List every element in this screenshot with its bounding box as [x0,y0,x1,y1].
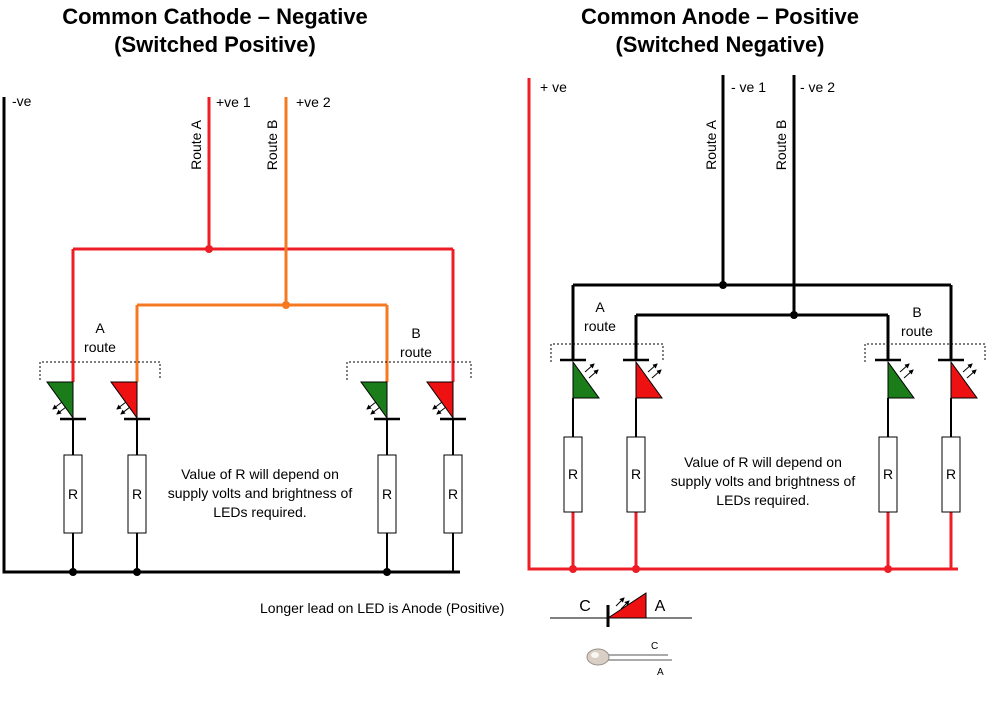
left-title-line1: Common Cathode – Negative [62,4,368,29]
left-group-b-letter: B [411,325,420,341]
right-note-line1: Value of R will depend on [684,454,842,470]
right-route-a-bracket [550,343,664,362]
left-group-a-word: route [84,339,116,355]
right-resistor-note: Value of R will depend on supply volts a… [671,454,856,508]
right-route-a-wire [571,75,953,360]
right-wire2-label: - ve 2 [800,79,835,95]
left-title-line2: (Switched Positive) [114,32,316,57]
left-resistor-1: R [63,454,83,572]
right-positive-rail-wire [527,78,958,571]
left-wire2-label: +ve 2 [296,94,331,110]
left-route-b-bracket [346,361,472,380]
left-route-a-wire [71,97,455,382]
left-route-a-bracket [39,361,161,380]
right-route-a-label: Route A [703,119,719,169]
left-junction-bottom-2 [133,568,141,576]
right-led-route-a-green [560,358,600,437]
right-group-b-letter: B [912,304,921,320]
right-title-line1: Common Anode – Positive [581,4,859,29]
right-resistor-3: R [878,436,898,513]
left-junction-bottom-1 [69,568,77,576]
left-diagram-title: Common Cathode – Negative (Switched Posi… [0,3,430,59]
right-resistor-1: R [563,436,583,513]
right-title-line2: (Switched Negative) [615,32,825,57]
left-group-a-letter: A [95,320,105,336]
right-diagram-title: Common Anode – Positive (Switched Negati… [500,3,940,59]
left-negative-rail-wire [2,97,460,574]
left-route-a-label: Route A [188,119,204,169]
right-resistor-4-label: R [946,466,956,482]
left-junction-bottom-3 [383,568,391,576]
right-note-line2: supply volts and brightness of [671,473,856,489]
legend-cathode-label: C [579,598,591,615]
right-resistor-1-label: R [568,466,578,482]
left-resistor-note: Value of R will depend on supply volts a… [168,466,353,520]
left-junction-orange [282,301,290,309]
left-resistor-4-label: R [448,486,458,502]
led-photo-illustration: C A [586,641,672,678]
right-resistor-3-label: R [883,466,893,482]
right-junction-bottom-3 [884,565,892,573]
left-resistor-4: R [443,454,463,572]
left-led-route-b-green [360,381,400,455]
right-junction-bottom-1 [569,565,577,573]
right-resistor-2: R [626,436,646,513]
led-polarity-legend: Longer lead on LED is Anode (Positive) C… [260,592,692,627]
left-resistor-3: R [377,454,397,572]
right-group-a-letter: A [595,299,605,315]
left-negative-label: -ve [12,93,32,109]
left-wire1-label: +ve 1 [216,94,251,110]
photo-cathode-label: C [651,641,658,652]
right-route-b-wire [634,75,890,360]
common-cathode-diagram: -ve +ve 1 +ve 2 Route A Route B A route … [2,93,472,576]
left-resistor-1-label: R [68,486,78,502]
right-note-line3: LEDs required. [716,492,809,508]
left-route-b-wire [135,97,389,382]
left-note-line1: Value of R will depend on [181,466,339,482]
left-resistor-2: R [127,454,147,572]
left-led-route-a-red [110,381,150,455]
left-route-b-label: Route B [264,120,280,171]
left-led-route-a-green [46,381,86,455]
photo-anode-label: A [657,667,664,678]
common-anode-diagram: + ve - ve 1 - ve 2 Route A Route B A rou… [527,75,986,573]
right-junction-b [790,311,798,319]
left-junction-red [205,245,213,253]
right-junction-a [719,281,727,289]
right-group-b-word: route [901,323,933,339]
left-resistor-2-label: R [132,486,142,502]
legend-anode-label: A [655,598,666,615]
left-group-b-word: route [400,344,432,360]
right-resistor-2-label: R [631,466,641,482]
left-note-line2: supply volts and brightness of [168,485,353,501]
right-junction-bottom-2 [632,565,640,573]
right-group-a-word: route [584,318,616,334]
left-resistor-3-label: R [382,486,392,502]
right-route-b-label: Route B [773,120,789,171]
left-led-route-b-red [426,381,466,455]
right-positive-label: + ve [540,79,567,95]
right-route-b-bracket [864,343,986,362]
left-note-line3: LEDs required. [213,504,306,520]
right-resistor-4: R [941,436,961,513]
right-led-route-b-green [875,358,915,437]
right-led-route-b-red [938,358,978,437]
right-led-route-a-red [623,358,663,437]
legend-text: Longer lead on LED is Anode (Positive) [260,600,504,616]
right-wire1-label: - ve 1 [731,79,766,95]
